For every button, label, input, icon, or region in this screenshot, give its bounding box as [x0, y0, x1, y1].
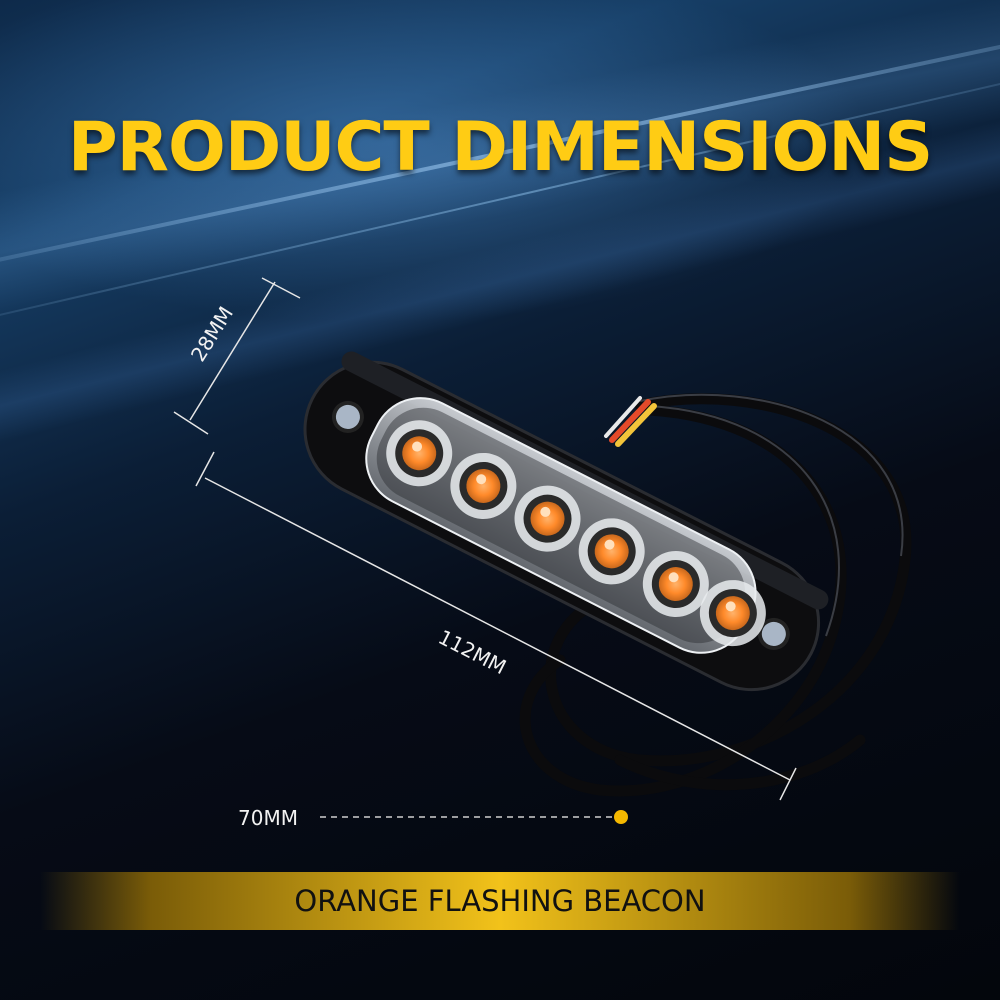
led — [450, 452, 517, 519]
led — [642, 551, 709, 618]
led — [699, 580, 766, 647]
dimension-line-height — [173, 277, 301, 435]
cable — [519, 393, 912, 797]
wire-tips — [604, 396, 657, 447]
led — [578, 518, 645, 585]
page-title: PRODUCT DIMENSIONS — [67, 108, 933, 187]
led — [386, 420, 453, 487]
product-name: ORANGE FLASHING BEACON — [294, 884, 706, 918]
mount-hole-left — [331, 400, 364, 433]
led — [514, 485, 581, 552]
dimension-line-length — [195, 451, 797, 801]
footer-band — [40, 872, 960, 930]
led-array — [386, 420, 766, 647]
cable-dimension-label: 70MM — [238, 806, 298, 830]
dimension-line-cable — [320, 810, 628, 824]
cable-highlight — [639, 393, 904, 637]
cable-marker-dot — [614, 810, 628, 824]
